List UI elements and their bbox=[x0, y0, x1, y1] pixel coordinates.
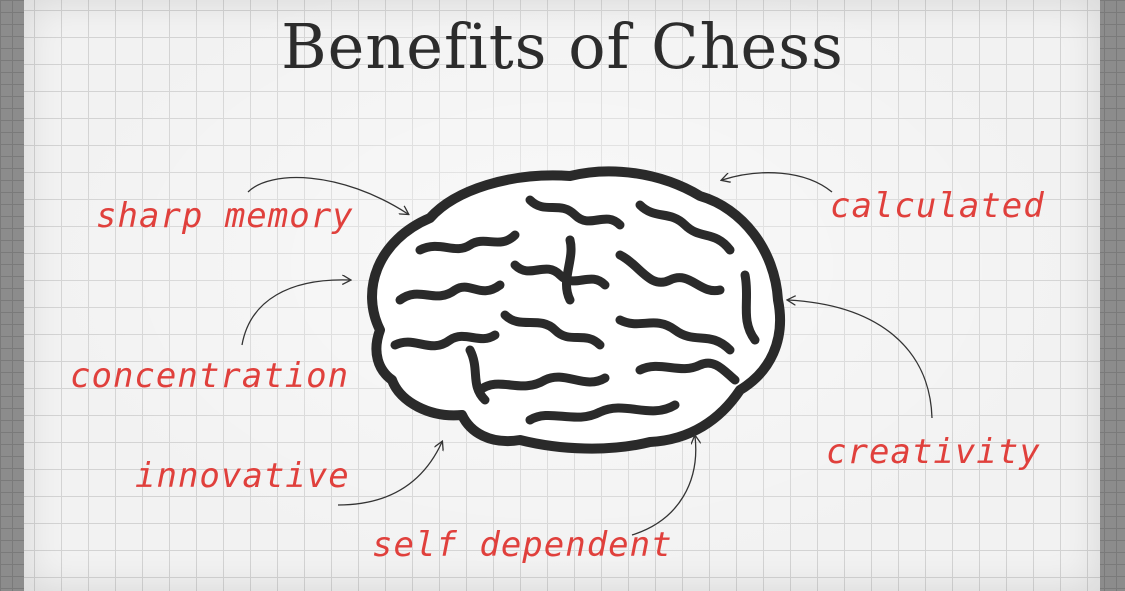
label-sharp-memory: sharp memory bbox=[96, 196, 354, 236]
page-title: Benefits of Chess bbox=[281, 10, 844, 83]
label-self-dependent: self dependent bbox=[372, 525, 673, 565]
graph-paper-background bbox=[24, 0, 1100, 591]
arrow-calculated bbox=[722, 172, 833, 193]
label-innovative: innovative bbox=[135, 456, 350, 496]
label-concentration: concentration bbox=[70, 356, 350, 396]
arrow-self-dependent bbox=[631, 436, 696, 536]
arrow-concentration bbox=[241, 280, 350, 346]
arrow-innovative bbox=[337, 442, 442, 506]
label-calculated: calculated bbox=[830, 186, 1045, 226]
arrow-creativity bbox=[788, 300, 933, 419]
brain-icon bbox=[367, 166, 786, 454]
arrows bbox=[241, 172, 933, 536]
arrow-sharp-memory bbox=[247, 176, 408, 214]
label-creativity: creativity bbox=[826, 432, 1041, 472]
